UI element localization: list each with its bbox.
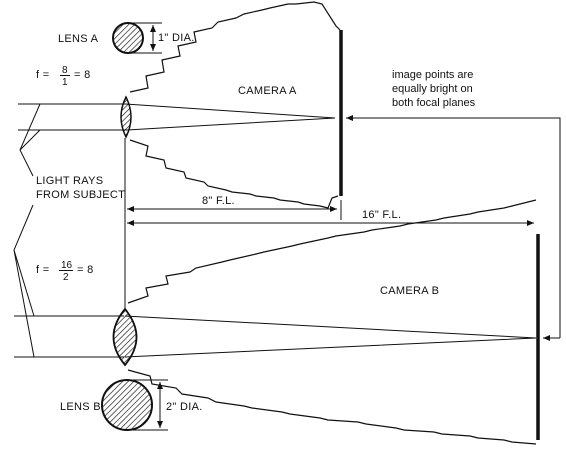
lens-b-f-result: = 8 [77,264,94,276]
camera-a-lens [120,95,132,139]
lens-b-f-num: 16 [61,260,73,271]
lens-a-group: LENS A 1" DIA. [58,22,195,54]
lens-a-f-num: 8 [62,65,68,76]
lens-b-group: LENS B 2" DIA. [60,379,203,431]
lens-b-disc [101,379,153,431]
camera-b-bellows-top [127,199,537,304]
light-rays-line2: FROM SUBJECT [36,189,125,201]
camera-a-cone [125,103,336,131]
camera-a-bellows-top [129,1,341,93]
camera-b-label: CAMERA B [380,285,439,297]
lens-b-fnumber: f = 16 2 = 8 [36,260,94,283]
camera-b: CAMERA B [112,199,540,445]
lens-b-f-prefix: f = [36,264,49,276]
lens-a-f-result: = 8 [74,69,91,81]
camera-b-focal-length: 16" F.L. [362,209,401,221]
camera-b-bellows-bottom [127,369,537,445]
note-line1: image points are [392,69,473,81]
lens-a-f-den: 1 [62,77,68,88]
note-line3: both focal planes [392,97,476,109]
light-rays-line1: LIGHT RAYS [36,175,103,187]
lens-b-f-den: 2 [63,272,69,283]
lens-a-label: LENS A [58,33,99,45]
brightness-note: image points are equally bright on both … [346,69,561,341]
lens-a-fnumber: f = 8 1 = 8 [36,65,91,88]
light-rays-group: LIGHT RAYS FROM SUBJECT [13,103,126,358]
lens-a-f-prefix: f = [36,69,49,81]
camera-a-focal-length: 8" F.L. [202,195,235,207]
note-line2: equally bright on [392,83,473,95]
camera-a: CAMERA A [120,1,343,209]
note-connector [346,115,561,338]
lens-a-diameter: 1" DIA. [158,32,195,44]
camera-a-label: CAMERA A [238,85,297,97]
lens-b-label: LENS B [60,401,101,413]
camera-b-cone [124,315,537,358]
camera-a-bellows-bottom [129,139,339,209]
focal-length-dimensions: 8" F.L. 16" F.L. [127,195,534,226]
light-rays-pointer-bottom [13,204,35,358]
light-rays-pointer-top [19,103,41,177]
lens-b-diameter: 2" DIA. [166,401,203,413]
lens-a-disc [112,22,144,54]
camera-b-lens [112,307,138,367]
